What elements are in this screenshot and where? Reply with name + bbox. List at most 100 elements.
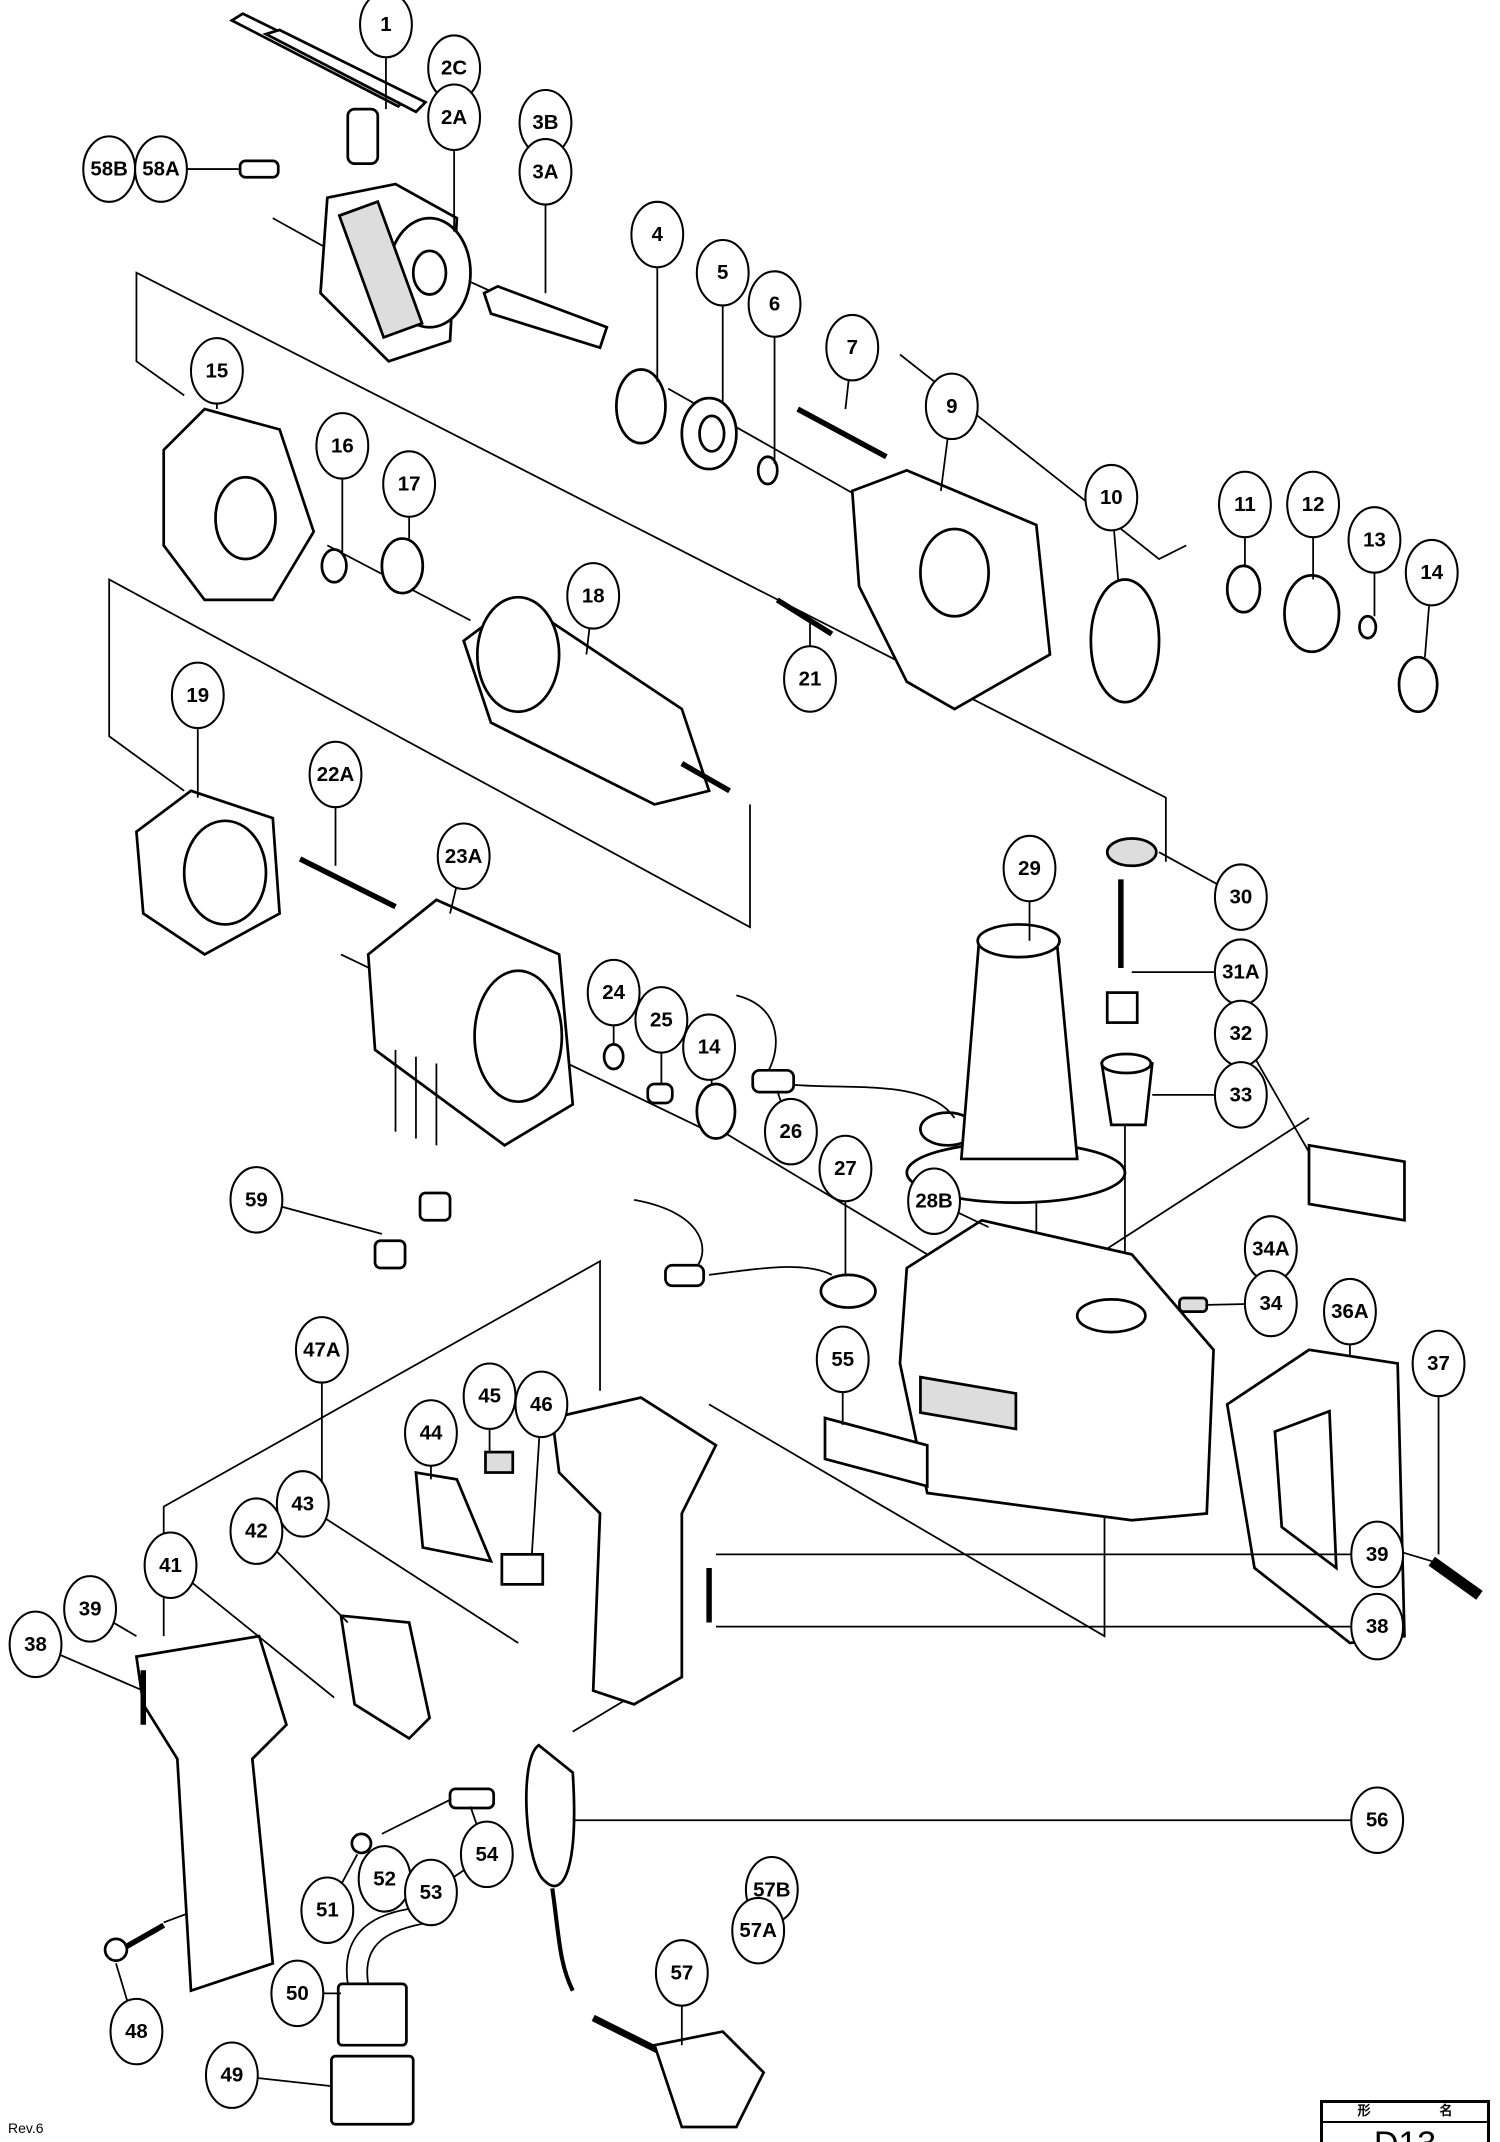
terminal-44	[414, 1470, 545, 1586]
part-number: 36A	[1331, 1300, 1369, 1323]
part-number: 38	[24, 1633, 47, 1656]
label-circle	[275, 1470, 330, 1538]
label-circle	[815, 1325, 870, 1394]
label-circle	[308, 740, 363, 809]
part-number: 22A	[317, 763, 355, 786]
part-number: 23A	[445, 845, 483, 868]
part-number: 42	[245, 1520, 268, 1543]
part-label-56: 56	[1350, 1786, 1405, 1854]
screw-51	[350, 1832, 373, 1855]
part-number: 26	[780, 1120, 803, 1143]
part-number: 59	[245, 1188, 268, 1211]
part-number: 1	[380, 13, 391, 36]
part-label-57: 57	[654, 1939, 709, 2007]
label-circle	[1347, 506, 1402, 574]
part-number: 39	[79, 1597, 102, 1620]
part-label-41: 41	[143, 1531, 198, 1600]
part-number: 5	[717, 261, 728, 284]
part-label-38: 38	[8, 1610, 63, 1679]
screw-22a	[298, 856, 397, 910]
label-circle	[170, 661, 225, 730]
screw-21	[775, 597, 834, 637]
part-number: 25	[650, 1008, 673, 1031]
label-circle	[747, 270, 802, 338]
part-number: 33	[1229, 1083, 1252, 1106]
part-label-58b: 58B	[82, 135, 137, 203]
label-circle	[1218, 470, 1272, 539]
plug	[652, 2030, 766, 2129]
part-label-29: 29	[1002, 834, 1057, 903]
part-label-49: 49	[204, 2041, 259, 2109]
label-circle	[1213, 1061, 1268, 1129]
inner-cover	[162, 407, 316, 602]
label-circle	[229, 1166, 284, 1234]
part-label-12: 12	[1286, 470, 1341, 539]
part-label-13: 13	[1347, 506, 1402, 574]
brush-cap	[1105, 837, 1158, 868]
part-number: 57	[670, 1961, 693, 1984]
label-circle	[783, 645, 837, 713]
model-header-left: 形	[1357, 2104, 1371, 2119]
part-number: 55	[831, 1348, 854, 1371]
part-number: 48	[125, 2020, 148, 2043]
part-label-43: 43	[275, 1470, 330, 1538]
part-number: 34A	[1252, 1237, 1290, 1260]
part-label-57a: 57A	[731, 1896, 786, 1965]
part-number: 11	[1234, 493, 1256, 516]
label-circle	[695, 238, 750, 307]
bushing-59	[373, 1191, 452, 1270]
part-label-54: 54	[459, 1820, 514, 1889]
part-number: 53	[420, 1881, 443, 1904]
side-handle	[905, 923, 1127, 1204]
stator	[366, 898, 575, 1147]
part-number: 3A	[532, 160, 558, 183]
part-number: 30	[1229, 886, 1252, 909]
model-header-right: 名	[1439, 2104, 1453, 2119]
retaining-ring	[615, 368, 667, 445]
label-circle	[1002, 834, 1057, 903]
part-number: 51	[316, 1899, 339, 1922]
label-circle	[682, 1013, 737, 1081]
part-number: 14	[1420, 561, 1443, 584]
label-circle	[1084, 463, 1139, 532]
name-plate-32	[1307, 1143, 1406, 1222]
part-label-24: 24	[586, 958, 641, 1027]
label-circle	[924, 372, 979, 441]
label-circle	[300, 1876, 355, 1944]
label-circle	[382, 450, 437, 518]
label-circle	[518, 138, 573, 206]
connector-cover-49	[330, 2054, 415, 2126]
part-number: 2A	[441, 106, 467, 129]
model-name-box: 形名 D13	[1320, 2100, 1490, 2142]
part-label-33: 33	[1213, 1061, 1268, 1129]
part-label-18: 18	[566, 562, 621, 630]
part-label-39: 39	[63, 1575, 118, 1643]
part-label-50: 50	[270, 1959, 325, 2028]
part-label-26: 26	[763, 1097, 818, 1166]
label-circle	[109, 1997, 164, 2066]
part-label-28b: 28B	[907, 1167, 961, 1235]
label-circle	[1243, 1269, 1298, 1338]
part-number: 17	[398, 473, 421, 496]
part-number: 57B	[753, 1878, 790, 1901]
part-number: 3B	[532, 111, 558, 134]
label-circle	[143, 1531, 198, 1600]
revision-label: Rev.6	[8, 2120, 44, 2136]
label-circle	[204, 2041, 259, 2109]
part-label-6: 6	[747, 270, 802, 338]
part-number: 54	[475, 1843, 498, 1866]
label-circle	[270, 1959, 325, 2028]
part-label-23a: 23A	[436, 822, 491, 891]
label-circle	[1404, 538, 1459, 607]
part-label-4: 4	[630, 200, 685, 269]
washer-24	[602, 1043, 625, 1071]
label-circle	[315, 412, 370, 480]
name-plate-55	[823, 1416, 929, 1488]
label-circle	[1350, 1592, 1405, 1661]
ball-bearing	[680, 396, 738, 471]
bearing-11	[1225, 564, 1262, 614]
part-label-14: 14	[1404, 538, 1459, 607]
washer	[756, 455, 779, 486]
part-number: 29	[1018, 857, 1041, 880]
part-label-3a: 3A	[518, 138, 573, 206]
